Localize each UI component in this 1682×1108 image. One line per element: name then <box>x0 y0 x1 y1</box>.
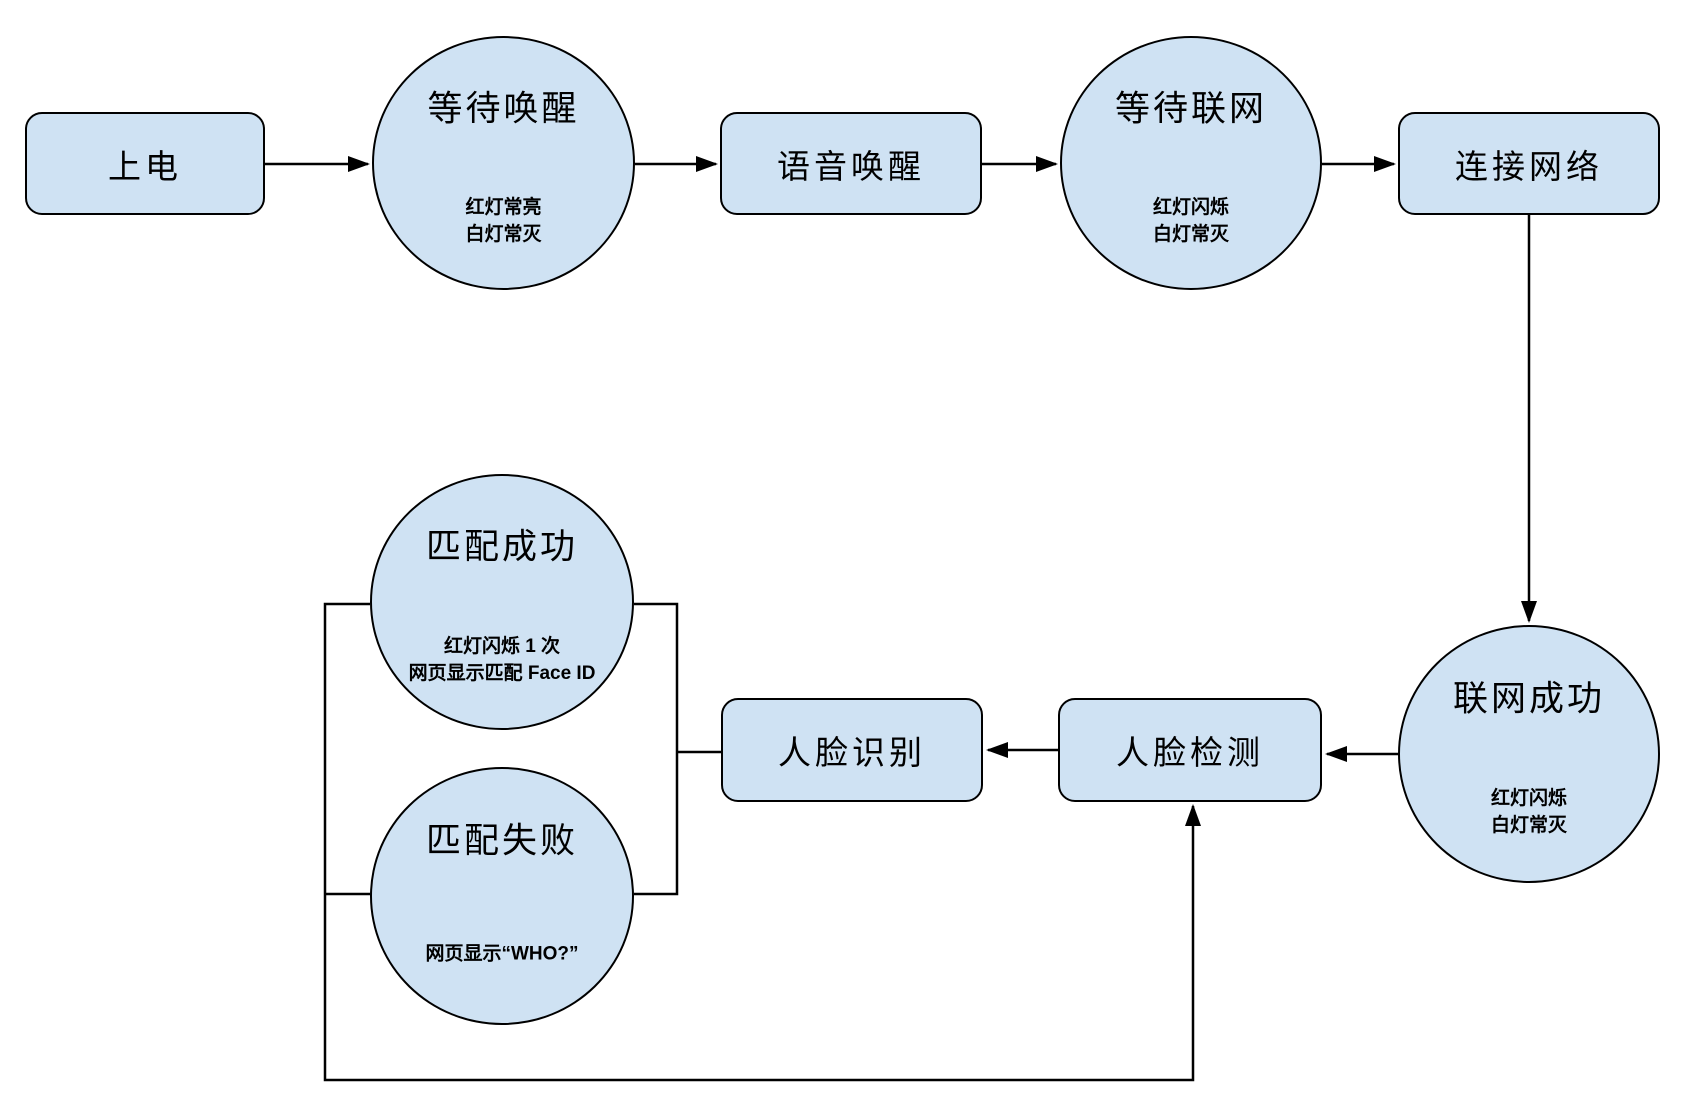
node-subtext: 红灯常亮 白灯常灭 <box>465 196 542 245</box>
node-subtext: 网页显示“WHO?” <box>425 943 579 965</box>
node-match-fail: 匹配失败 网页显示“WHO?” <box>370 767 634 1025</box>
node-face-detect: 人脸检测 <box>1058 698 1322 802</box>
node-title: 等待唤醒 <box>427 89 580 128</box>
node-wait-wake: 等待唤醒 红灯常亮 白灯常灭 <box>372 36 635 290</box>
node-label: 语音唤醒 <box>777 147 925 185</box>
node-subtext: 红灯闪烁 白灯常灭 <box>1152 196 1229 245</box>
node-face-recognize: 人脸识别 <box>721 698 983 802</box>
node-label: 人脸识别 <box>778 734 926 771</box>
node-power-on: 上电 <box>25 112 265 215</box>
node-match-success: 匹配成功 红灯闪烁 1 次 网页显示匹配 Face ID <box>370 474 634 730</box>
node-network-success: 联网成功 红灯闪烁 白灯常灭 <box>1398 625 1660 883</box>
connector-match-bracket-right <box>634 602 679 896</box>
node-subtext: 红灯闪烁 白灯常灭 <box>1490 788 1567 837</box>
node-title: 匹配失败 <box>425 821 578 861</box>
arrow-loop-match-to-face-detect <box>323 602 1201 1082</box>
node-connect-network: 连接网络 <box>1398 112 1660 215</box>
node-title: 匹配成功 <box>425 527 578 567</box>
node-label: 上电 <box>108 147 182 185</box>
node-label: 连接网络 <box>1455 147 1603 185</box>
node-title: 等待联网 <box>1114 89 1267 128</box>
node-title: 联网成功 <box>1452 679 1605 719</box>
node-wait-network: 等待联网 红灯闪烁 白灯常灭 <box>1060 36 1322 290</box>
node-subtext: 红灯闪烁 1 次 网页显示匹配 Face ID <box>408 635 596 684</box>
node-label: 人脸检测 <box>1116 734 1264 771</box>
node-voice-wake: 语音唤醒 <box>720 112 982 215</box>
